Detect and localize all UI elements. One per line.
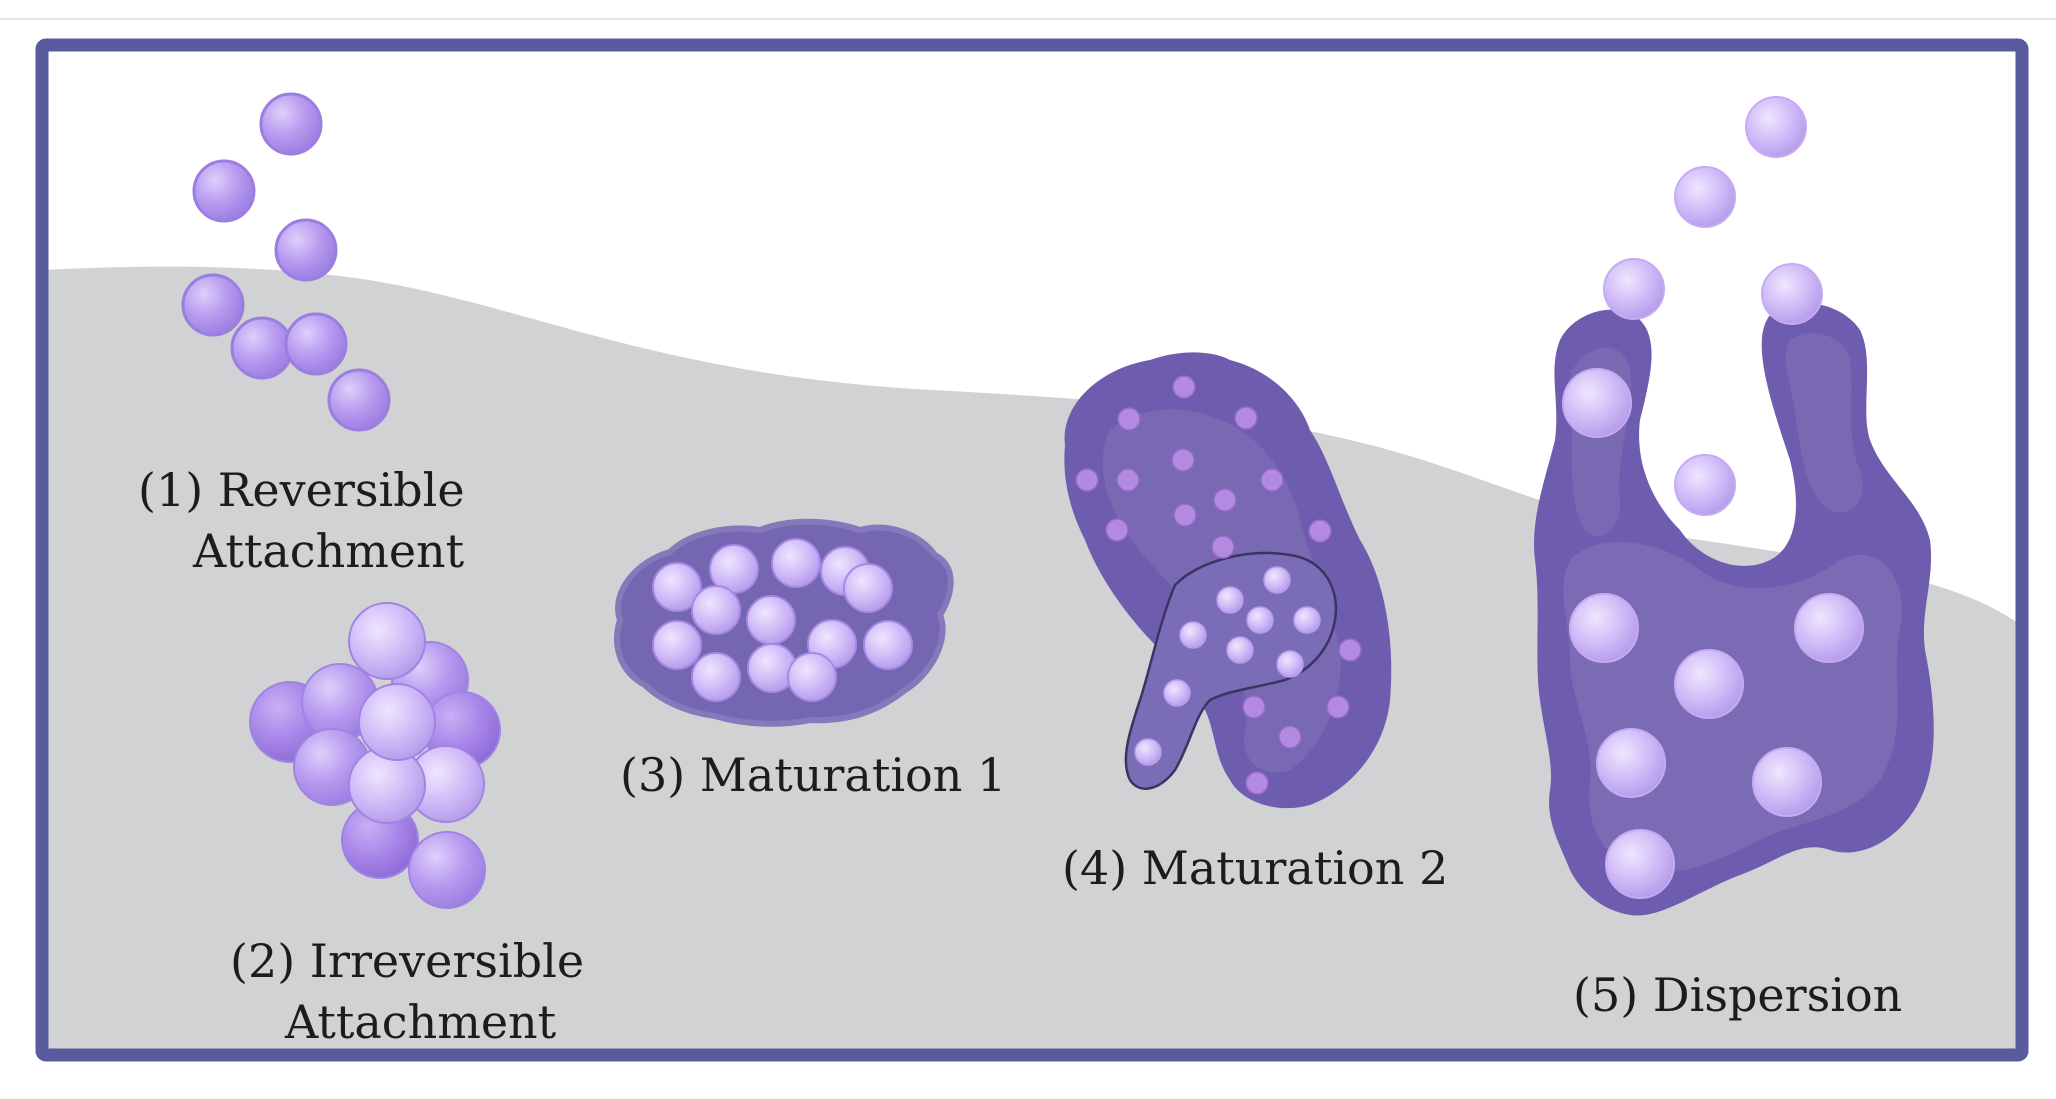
stage3-colony [614, 518, 954, 727]
cell [1569, 593, 1639, 663]
stage5-stalk-texture-right [1785, 332, 1863, 513]
cell [284, 312, 348, 376]
cell [1752, 747, 1822, 817]
cell [348, 602, 426, 680]
cell [1263, 566, 1291, 594]
stage2-label-line2: Attachment [284, 995, 557, 1049]
cell [1276, 650, 1304, 678]
cell [1293, 606, 1321, 634]
embedded-cell [1242, 695, 1266, 719]
stage1-label-line2: Attachment [192, 524, 465, 578]
stage2-label-line1: (2) Irreversible [230, 934, 584, 988]
cell [1605, 829, 1675, 899]
stage1-free-cells [181, 92, 391, 432]
cell [1596, 728, 1666, 798]
cell [1674, 166, 1736, 228]
stage4-label-line1: (4) Maturation 2 [1062, 841, 1448, 895]
cell [1163, 679, 1191, 707]
embedded-cell [1213, 488, 1237, 512]
cell [1246, 606, 1274, 634]
cell [327, 368, 391, 432]
stage1-label-line1: (1) Reversible [138, 463, 465, 517]
cell [652, 620, 702, 670]
cell [1226, 636, 1254, 664]
embedded-cell [1260, 468, 1284, 492]
stage3-label: (3) Maturation 1 [620, 748, 1006, 802]
cell [1216, 586, 1244, 614]
embedded-cell [1326, 695, 1350, 719]
cell [1674, 454, 1736, 516]
cell [1179, 621, 1207, 649]
embedded-cell [1173, 503, 1197, 527]
embedded-cell [1308, 519, 1332, 543]
cell [843, 563, 893, 613]
cell [1794, 593, 1864, 663]
cell [1603, 258, 1665, 320]
stage4-label: (4) Maturation 2 [1062, 841, 1448, 895]
stage4-inner-lobe [1124, 551, 1338, 790]
cell [787, 652, 837, 702]
embedded-cell [1245, 771, 1269, 795]
cell [771, 538, 821, 588]
stage3-label-line1: (3) Maturation 1 [620, 748, 1006, 802]
cell [259, 92, 323, 156]
outer-frame [35, 38, 2029, 1062]
embedded-cell [1171, 448, 1195, 472]
cell [192, 159, 256, 223]
cell [1761, 263, 1823, 325]
top-divider [0, 18, 2056, 20]
cell [230, 316, 294, 380]
stage5-label: (5) Dispersion [1573, 968, 1902, 1022]
embedded-cell [1338, 638, 1362, 662]
stage4-biofilm [1064, 352, 1392, 809]
embedded-cell [1211, 535, 1235, 559]
stage5-biofilm [1534, 96, 1934, 916]
embedded-cell [1075, 468, 1099, 492]
cell [408, 831, 486, 909]
embedded-cell [1172, 375, 1196, 399]
cell [358, 683, 436, 761]
stage5-label-line1: (5) Dispersion [1573, 968, 1902, 1022]
stage1-label: (1) Reversible Attachment [138, 463, 479, 578]
embedded-cell [1234, 406, 1258, 430]
cell [181, 273, 245, 337]
embedded-cell [1117, 407, 1141, 431]
cell [746, 595, 796, 645]
cell [1745, 96, 1807, 158]
cell [1562, 368, 1632, 438]
cell [1134, 738, 1162, 766]
cell [274, 218, 338, 282]
stage2-cell-cluster [249, 602, 501, 909]
substrate-surface [42, 266, 2022, 1055]
embedded-cell [1105, 518, 1129, 542]
cell [691, 585, 741, 635]
cell [863, 620, 913, 670]
cell [652, 562, 702, 612]
stage2-label: (2) Irreversible Attachment [230, 934, 599, 1049]
cell [1674, 649, 1744, 719]
embedded-cell [1278, 725, 1302, 749]
embedded-cell [1116, 468, 1140, 492]
cell [691, 652, 741, 702]
